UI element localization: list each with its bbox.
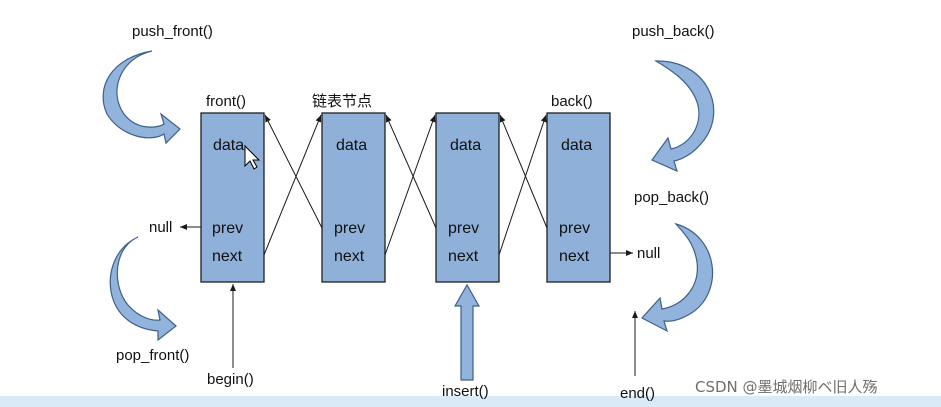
pop-front-curved-arrow-icon	[109, 236, 177, 342]
node-2-prev-field: prev	[334, 220, 365, 237]
node-4-data-field: data	[561, 137, 592, 154]
link-next-1-2	[263, 114, 322, 256]
node-3-data-field: data	[450, 137, 481, 154]
push-back-label: push_back()	[632, 23, 715, 40]
node-1-prev-field: prev	[212, 220, 243, 237]
push-front-curved-arrow-icon	[102, 50, 181, 145]
push-back-curved-arrow-icon	[651, 60, 715, 173]
insert-block-arrow-icon	[453, 283, 481, 381]
node-1-next-field: next	[212, 248, 243, 265]
back-label: back()	[551, 93, 593, 110]
list-node-3: data prev next	[435, 112, 500, 283]
mouse-cursor-icon	[244, 144, 261, 170]
node-2-next-field: next	[334, 248, 365, 265]
node-links	[263, 114, 548, 256]
node-caption-label: 链表节点	[312, 93, 372, 110]
push-front-label: push_front()	[132, 23, 213, 40]
node-2-data-field: data	[336, 137, 367, 154]
pop-back-label: pop_back()	[634, 189, 709, 206]
link-prev-4-3	[499, 114, 548, 229]
list-node-2: data prev next	[321, 112, 386, 283]
node-4-next-field: next	[559, 248, 590, 265]
bottom-strip	[0, 396, 941, 407]
link-prev-3-2	[385, 114, 437, 229]
insert-label: insert()	[442, 383, 489, 400]
node-1-data-field: data	[213, 137, 244, 154]
csdn-watermark: CSDN @墨城烟柳ベ旧人殇	[695, 378, 878, 396]
node-3-next-field: next	[448, 248, 479, 265]
link-prev-2-1	[264, 114, 323, 229]
list-node-1: data prev next	[200, 112, 265, 283]
pop-front-label: pop_front()	[116, 347, 189, 364]
end-label: end()	[620, 385, 655, 402]
link-next-2-3	[384, 114, 436, 256]
front-label: front()	[206, 93, 246, 110]
node-3-prev-field: prev	[448, 220, 479, 237]
null-right-label: null	[637, 245, 660, 262]
list-node-4: data prev next	[546, 112, 611, 283]
link-next-3-4	[498, 114, 547, 256]
begin-label: begin()	[207, 371, 254, 388]
pop-back-curved-arrow-icon	[641, 222, 714, 333]
node-4-prev-field: prev	[559, 220, 590, 237]
null-left-label: null	[149, 219, 172, 236]
